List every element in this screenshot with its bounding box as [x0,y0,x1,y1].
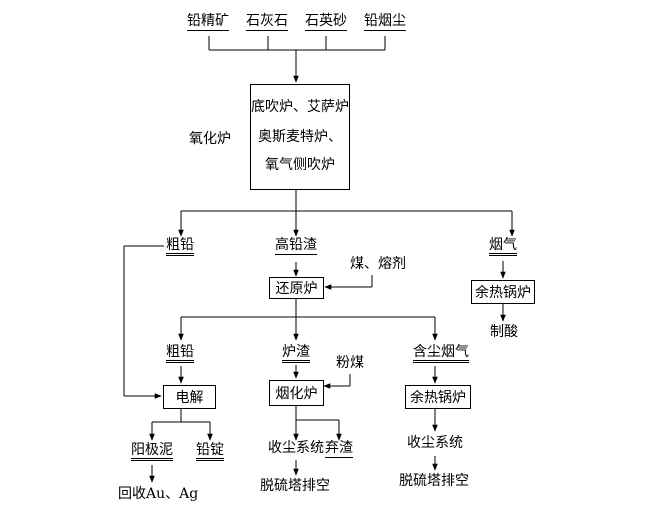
furnace-box: 底吹炉、艾萨炉 奥斯麦特炉、 氧气侧吹炉 [250,84,350,190]
anode-slime-label: 阳极泥 [131,443,173,461]
coal-flux-label: 煤、熔剂 [350,256,406,272]
waste-heat-boiler-label: 余热锅炉 [475,285,531,301]
discarded-slag-label: 弃渣 [325,440,353,458]
furnace-type-line: 底吹炉、艾萨炉 [251,99,349,115]
dust-collection-label: 收尘系统 [407,435,463,451]
fuming-furnace-box: 烟化炉 [269,380,324,406]
reduction-furnace-label: 还原炉 [275,281,318,297]
desulfurization-label: 脱硫塔排空 [399,473,469,489]
electrolysis-box: 电解 [163,385,216,409]
waste-heat-boiler-box: 余热锅炉 [405,385,471,409]
flue-gas-label: 烟气 [489,238,517,256]
crude-lead-label: 粗铅 [166,345,194,363]
furnace-slag-label: 炉渣 [282,345,310,363]
desulfurization-label: 脱硫塔排空 [260,478,330,494]
input-label: 铅精矿 [187,13,229,31]
electrolysis-label: 电解 [175,390,204,406]
recover-metals-label: 回收Au、Ag [118,486,199,502]
input-label: 石英砂 [305,13,347,31]
high-lead-slag-label: 高铅渣 [275,237,317,255]
furnace-type-line: 氧气侧吹炉 [265,157,335,173]
dust-collection-label: 收尘系统 [268,440,324,456]
lead-ingot-label: 铅锭 [196,443,224,461]
waste-heat-boiler-box: 余热锅炉 [471,280,535,304]
reduction-furnace-box: 还原炉 [269,277,324,299]
dusty-flue-gas-label: 含尘烟气 [413,345,469,363]
furnace-label: 氧化炉 [189,131,231,147]
acid-making-label: 制酸 [490,324,518,340]
furnace-type-line: 奥斯麦特炉、 [258,129,342,145]
input-label: 铅烟尘 [364,13,406,31]
waste-heat-boiler-label: 余热锅炉 [410,390,466,406]
crude-lead-label: 粗铅 [166,238,194,256]
fuming-furnace-label: 烟化炉 [275,386,318,402]
input-label: 石灰石 [246,13,288,31]
pulverized-coal-label: 粉煤 [336,355,364,371]
